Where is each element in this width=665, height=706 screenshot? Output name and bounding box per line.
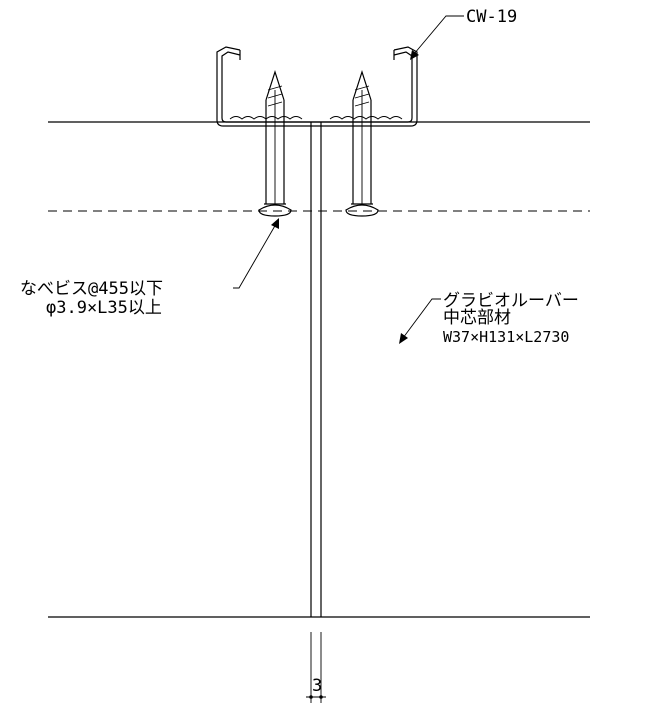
- label-core-product: グラビオルーバー: [443, 291, 579, 311]
- leader-core: グラビオルーバー 中芯部材 W37×H131×L2730: [399, 291, 579, 346]
- channel-inner-profile: [216, 46, 418, 127]
- leader-core-arrowhead: [399, 333, 408, 344]
- cw19-channel: [216, 46, 418, 127]
- label-core-dimensions: W37×H131×L2730: [443, 328, 569, 346]
- label-screw-spacing: なべビス@455以下: [20, 279, 163, 299]
- channel-outer-profile: [221, 51, 413, 123]
- screw-left-tip: [265, 70, 285, 101]
- screw-left: [258, 70, 292, 217]
- leader-screw-line: [233, 223, 277, 289]
- gap-tick-left: [309, 695, 313, 699]
- label-gap-value: 3: [312, 676, 322, 696]
- leader-core-line: [402, 298, 441, 339]
- leader-cw19-arrowhead: [410, 50, 419, 60]
- label-cw19: CW-19: [466, 7, 517, 27]
- gap-tick-right: [319, 695, 323, 699]
- leader-cw19-line: [413, 15, 464, 55]
- gap-dimension: 3: [306, 632, 326, 703]
- label-screw-size: φ3.9×L35以上: [46, 298, 162, 318]
- label-core-member: 中芯部材: [443, 308, 511, 328]
- channel-web-right: [329, 116, 403, 120]
- leader-screw-arrowhead: [271, 218, 279, 229]
- leader-screw: なべビス@455以下 φ3.9×L35以上: [20, 218, 279, 318]
- screw-right-tip: [352, 70, 372, 101]
- screw-right: [345, 70, 379, 217]
- panel-outline: [48, 121, 590, 618]
- center-joint: [310, 122, 322, 617]
- leader-cw19: CW-19: [410, 7, 517, 60]
- screw-left-head: [258, 204, 292, 217]
- screw-right-head: [345, 204, 379, 217]
